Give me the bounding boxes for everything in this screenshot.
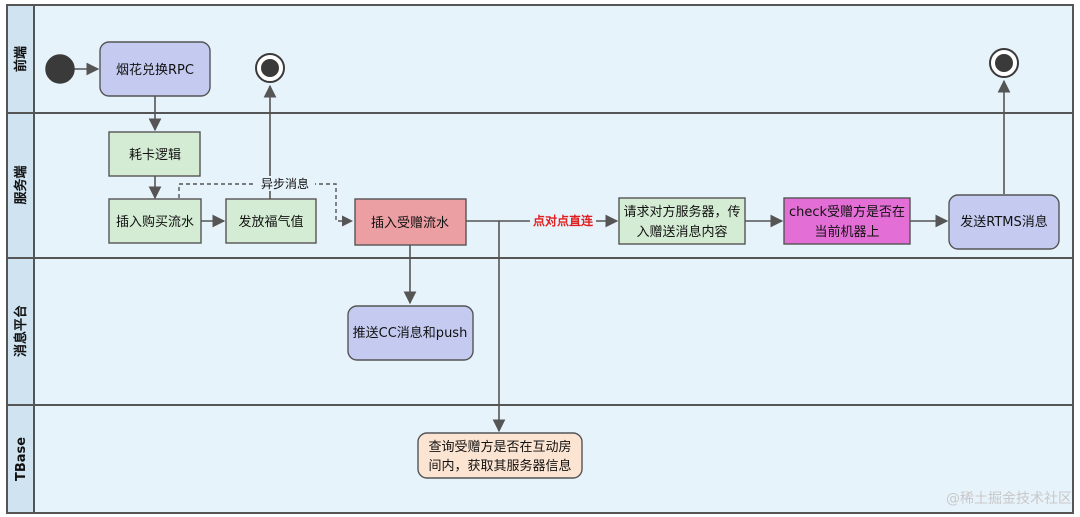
lane-label-tbase: TBase (14, 437, 29, 481)
node-insert-purchase-label: 插入购买流水 (116, 214, 194, 230)
node-check-machine-line1: check受赠方是否在 (789, 204, 905, 220)
end-node-1 (255, 53, 285, 83)
edge-label-async: 异步消息 (261, 176, 309, 191)
edge-async-message (178, 183, 354, 227)
node-request-server: 请求对方服务器，传 入赠送消息内容 (618, 197, 746, 245)
node-request-server-line1: 请求对方服务器，传 (623, 204, 740, 220)
start-node (45, 54, 75, 84)
node-send-rtms: 发送RTMS消息 (948, 194, 1060, 250)
edge-label-p2p: 点对点直连 (533, 213, 594, 228)
node-push-cc-label: 推送CC消息和push (353, 325, 468, 341)
node-firework-rpc-label: 烟花兑换RPC (116, 62, 194, 78)
node-send-rtms-label: 发送RTMS消息 (960, 214, 1048, 230)
lane-label-frontend: 前端 (13, 46, 29, 72)
node-insert-gift: 插入受赠流水 (354, 198, 467, 246)
watermark: @稀土掘金技术社区 (946, 491, 1072, 507)
edges: 异步消息 点对点直连 (74, 62, 1011, 433)
node-push-cc: 推送CC消息和push (347, 305, 474, 361)
p2p-label-bg (530, 213, 596, 229)
lane-label-server: 服务端 (13, 165, 29, 204)
node-request-server-line2: 入赠送消息内容 (636, 224, 727, 240)
node-insert-purchase: 插入购买流水 (108, 198, 202, 244)
node-card-logic: 耗卡逻辑 (108, 131, 201, 177)
lane-label-msg: 消息平台 (13, 305, 29, 357)
node-issue-luck-label: 发放福气值 (238, 214, 303, 230)
node-check-machine: check受赠方是否在 当前机器上 (783, 197, 911, 245)
node-query-room: 查询受赠方是否在互动房 间内，获取其服务器信息 (417, 432, 583, 479)
node-check-machine-line2: 当前机器上 (814, 224, 879, 240)
end-node-2 (989, 48, 1019, 78)
node-query-room-line1: 查询受赠方是否在互动房 (428, 439, 571, 455)
node-query-room-line2: 间内，获取其服务器信息 (428, 458, 571, 474)
node-issue-luck: 发放福气值 (225, 198, 317, 244)
node-firework-rpc: 烟花兑换RPC (99, 41, 211, 97)
node-insert-gift-label: 插入受赠流水 (371, 216, 449, 231)
node-card-logic-label: 耗卡逻辑 (129, 148, 181, 163)
async-label-bg (255, 176, 315, 191)
lane-msg: 消息平台 (6, 257, 1074, 406)
